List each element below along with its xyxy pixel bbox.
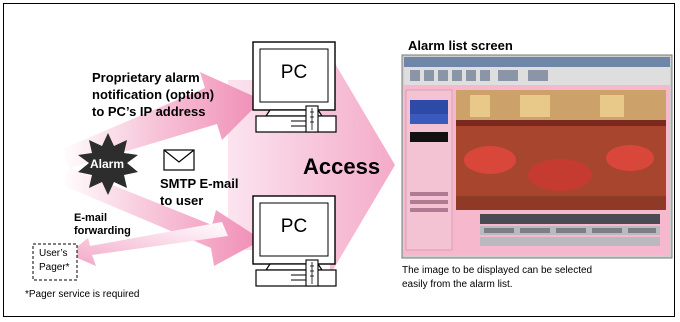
smtp-line-1: SMTP E-mail [160,176,239,191]
pager-box [32,243,78,281]
smtp-arrow [60,168,262,266]
pc-top-label: PC [280,62,308,83]
pc-bottom-icon [252,195,337,287]
envelope-icon [163,149,195,171]
forwarding-line-1: E-mail [74,212,108,224]
screen-caption-line-1: The image to be displayed can be selecte… [402,265,593,276]
pager-line-2: Pager* [39,262,70,273]
screen-caption-line-2: easily from the alarm list. [402,279,513,290]
proprietary-line-1: Proprietary alarm [92,70,200,85]
screen-title: Alarm list screen [408,38,513,53]
forwarding-line-2: forwarding [74,225,131,237]
pc-bottom-label: PC [280,216,308,237]
pc-top-icon [252,41,337,133]
forwarding-arrow [68,222,228,266]
alarm-label: Alarm [90,157,125,171]
alarm-burst-icon [78,133,138,195]
smtp-line-2: to user [160,193,204,208]
outer-frame [3,3,675,317]
pager-note: *Pager service is required [25,289,140,300]
proprietary-line-3: to PC’s IP address [92,104,206,119]
alarm-list-screenshot [401,54,673,259]
pager-line-1: User’s [39,248,68,259]
access-label: Access [303,154,381,179]
proprietary-line-2: notification (option) [92,87,215,102]
